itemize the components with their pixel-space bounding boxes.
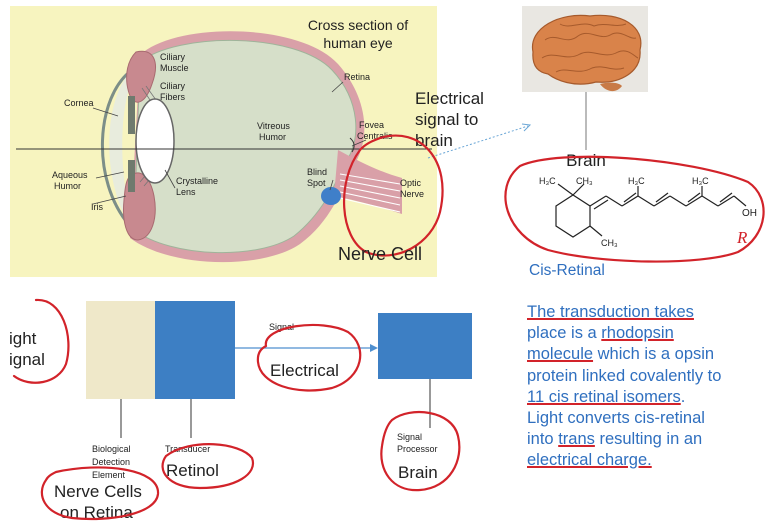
callout-line-2b: rhodopsin	[601, 324, 673, 342]
blind-spot	[321, 187, 341, 205]
transduction-callout: The transduction takes place is a rhodop…	[527, 302, 767, 472]
label-blind-spot-2: Spot	[307, 178, 326, 188]
retinal-molecule: H₃C CH₃ H₃C H₃C CH₃ OH	[539, 176, 757, 248]
signal-processor-box	[378, 313, 472, 379]
brain-label: Brain	[566, 151, 606, 170]
callout-line-5b: .	[681, 388, 686, 406]
methyl-group-3: H₃C	[692, 176, 709, 186]
brain-shape	[532, 15, 640, 84]
light-label-1: ight	[9, 329, 37, 348]
label-ciliary-fibers-2: Fibers	[160, 92, 186, 102]
processor-label-2: Processor	[397, 444, 438, 454]
label-ciliary-muscle: Ciliary	[160, 52, 186, 62]
signal-text-line3: brain	[415, 131, 453, 150]
label-fovea: Fovea	[359, 120, 384, 130]
callout-line-7c: resulting in an	[595, 430, 702, 448]
label-ciliary-fibers: Ciliary	[160, 81, 186, 91]
label-vitreous-humor: Vitreous	[257, 121, 290, 131]
cis-retinal-label: Cis-Retinal	[529, 262, 605, 279]
bio-label-2: Detection	[92, 457, 130, 467]
label-aqueous-humor-2: Humor	[54, 181, 81, 191]
molecule-circle	[505, 157, 763, 262]
label-retina: Retina	[344, 72, 370, 82]
light-label-2: ignal	[9, 350, 45, 369]
label-aqueous-humor: Aqueous	[52, 170, 88, 180]
label-ciliary-muscle-2: Muscle	[160, 63, 189, 73]
label-crystalline-lens: Crystalline	[176, 176, 218, 186]
methyl-group-2: H₃C	[628, 176, 645, 186]
biological-detection-box	[86, 301, 158, 399]
label-crystalline-lens-2: Lens	[176, 187, 196, 197]
methyl-group-1a: H₃C	[539, 176, 556, 186]
bio-label-3: Element	[92, 470, 126, 480]
callout-line-8: electrical charge.	[527, 451, 652, 469]
label-iris: Iris	[91, 202, 103, 212]
signal-text-line2: signal to	[415, 110, 478, 129]
label-vitreous-humor-2: Humor	[259, 132, 286, 142]
eye-title-line2: human eye	[323, 35, 392, 51]
hydroxyl-group: OH	[742, 208, 757, 219]
flow-arrowhead	[370, 344, 378, 352]
callout-line-3b: which is a opsin	[593, 345, 714, 363]
electrical-circle	[258, 325, 360, 391]
callout-line-7a: into	[527, 430, 558, 448]
eye-title-line1: Cross section of	[308, 17, 408, 33]
label-optic-nerve: Optic	[400, 178, 422, 188]
methyl-group-1b: CH₃	[576, 176, 593, 186]
callout-line-2a: place is a	[527, 324, 601, 342]
callout-line-5: 11 cis retinal isomers	[527, 388, 681, 406]
callout-line-7b: trans	[558, 430, 595, 448]
callout-line-1: The transduction takes	[527, 303, 694, 321]
molecule-bonds	[556, 184, 746, 237]
processor-label-1: Signal	[397, 432, 422, 442]
nerve-cell-label: Nerve Cell	[338, 244, 422, 264]
iris-bottom	[128, 160, 135, 192]
bio-label-1: Biological	[92, 444, 131, 454]
iris-top	[128, 96, 135, 134]
label-optic-nerve-2: Nerve	[400, 189, 424, 199]
electrical-label: Electrical	[270, 361, 339, 380]
brain-image	[522, 6, 648, 92]
brain-box-label: Brain	[398, 463, 438, 482]
crystalline-lens	[136, 99, 174, 183]
callout-line-6: Light converts cis-retinal	[527, 409, 705, 427]
callout-line-4: protein linked covalently to	[527, 367, 721, 385]
callout-line-3a: molecule	[527, 345, 593, 363]
r-mark: R	[736, 228, 748, 247]
nerve-cells-label-1: Nerve Cells	[54, 482, 142, 501]
methyl-group-4: CH₃	[601, 238, 618, 248]
label-blind-spot: Blind	[307, 167, 327, 177]
label-cornea: Cornea	[64, 98, 94, 108]
retinol-label: Retinol	[166, 461, 219, 480]
transducer-box	[155, 301, 235, 399]
signal-text-line1: Electrical	[415, 89, 484, 108]
signal-arrowhead	[522, 124, 530, 131]
